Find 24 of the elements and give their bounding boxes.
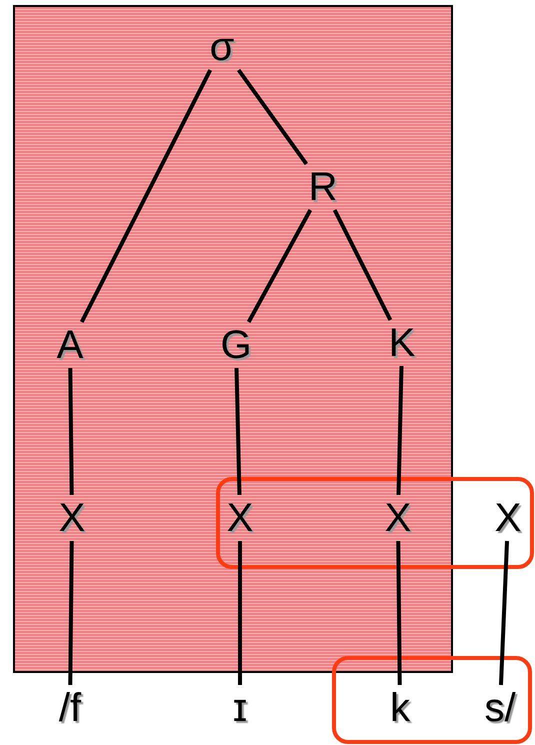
tree-branch xyxy=(234,368,242,496)
tree-label: k xyxy=(385,685,415,731)
tree-label: s/ xyxy=(478,685,522,731)
tree-branch xyxy=(68,540,74,686)
tree-branch xyxy=(238,541,242,685)
tree-label: K xyxy=(382,320,422,366)
tree-label: X xyxy=(378,495,418,541)
tree-label: ɪ xyxy=(225,685,255,731)
tree-label: /f xyxy=(45,685,95,731)
tree-label: X xyxy=(488,495,528,541)
tree-label: X xyxy=(220,495,260,541)
tree-branch xyxy=(498,540,510,686)
shaded-panel xyxy=(13,5,453,673)
tree-label: A xyxy=(50,322,90,368)
tree-branch xyxy=(80,69,212,323)
tree-branch xyxy=(396,540,402,686)
tree-label: R xyxy=(303,164,343,210)
tree-branch xyxy=(236,68,308,166)
tree-branch xyxy=(396,366,404,496)
tree-label: G xyxy=(216,322,256,368)
tree-label: σ xyxy=(202,24,242,70)
tree-label: X xyxy=(52,495,92,541)
tree-branch xyxy=(332,209,392,321)
tree-branch xyxy=(68,368,74,496)
